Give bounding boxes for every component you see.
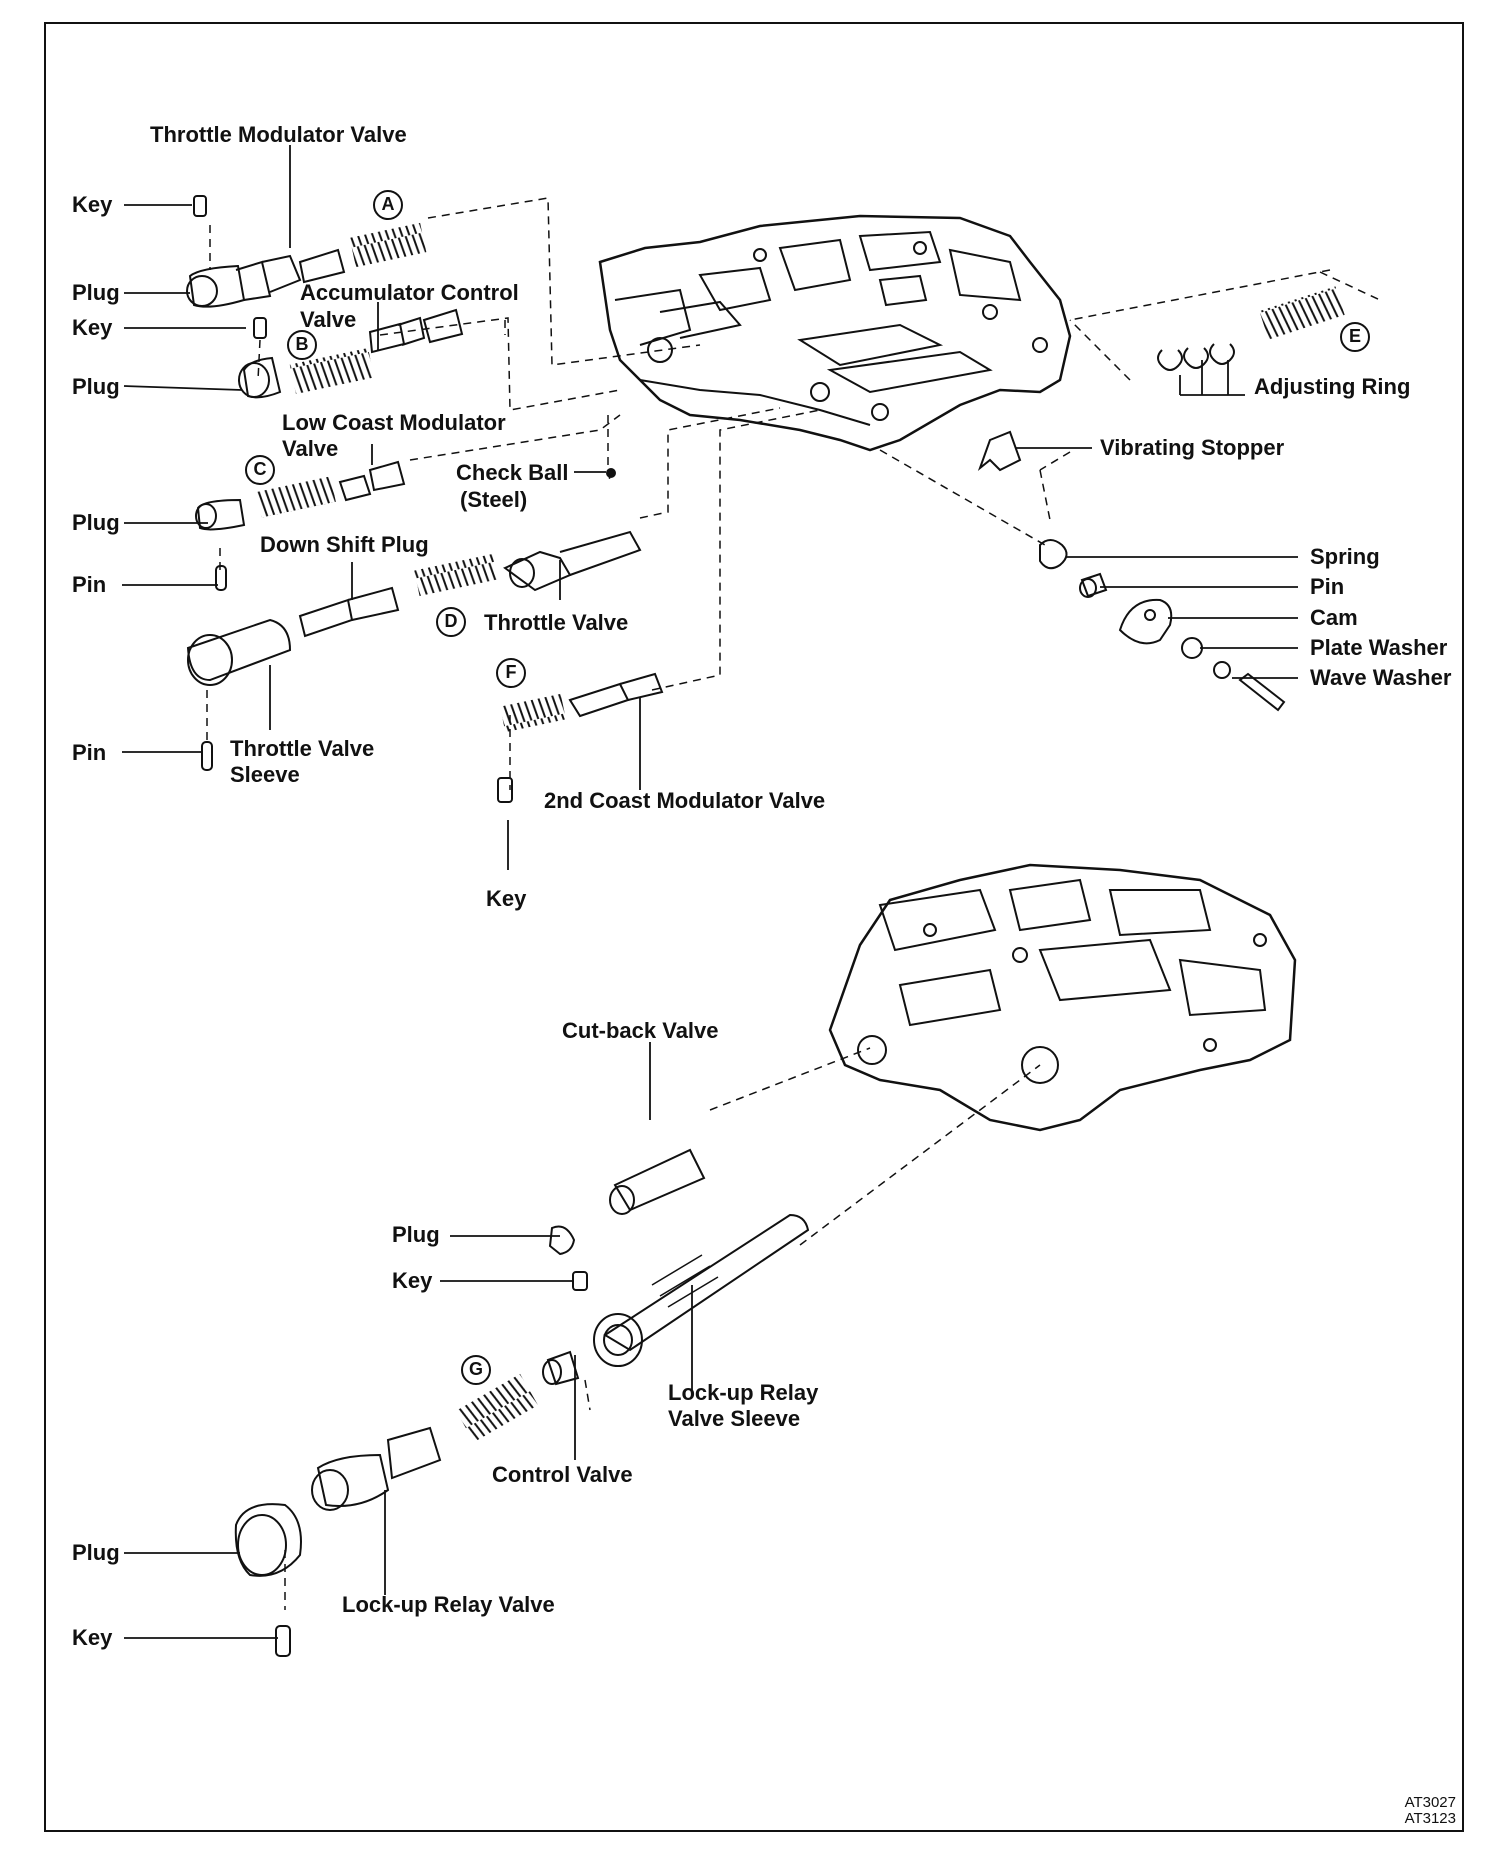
label-key-4: Key <box>392 1268 433 1293</box>
label-plug-5: Plug <box>72 1540 120 1565</box>
label-throttle-valve-sleeve: Throttle Valve <box>230 736 375 761</box>
spring-marker-d: D <box>436 607 466 637</box>
label-low-coast-modulator-valve: Low Coast Modulator <box>282 410 506 435</box>
label-cut-back-valve: Cut-back Valve <box>562 1018 719 1043</box>
label-key-3: Key <box>486 886 527 911</box>
label-plate-washer: Plate Washer <box>1310 635 1448 660</box>
figure-code-2: AT3123 <box>1404 1810 1456 1827</box>
label-cam: Cam <box>1310 605 1358 630</box>
upper-valve-body <box>598 214 1072 452</box>
alignment-lines-upper <box>206 197 1381 1610</box>
label-check-ball: Check Ball <box>456 460 569 485</box>
right-side-parts <box>977 343 1286 712</box>
label-plug-1: Plug <box>72 280 120 305</box>
label-vibrating-stopper: Vibrating Stopper <box>1100 435 1285 460</box>
label-check-ball-2: (Steel) <box>460 487 528 512</box>
spring-marker-f: F <box>496 658 526 688</box>
label-lockup-relay-valve: Lock-up Relay Valve <box>342 1592 555 1617</box>
figure-code-1: AT3027 <box>1404 1794 1456 1811</box>
label-plug-2: Plug <box>72 374 120 399</box>
spring-marker-b: B <box>287 330 317 360</box>
figure-frame <box>44 22 1464 1832</box>
label-accumulator-control-valve-2: Valve <box>300 307 357 332</box>
spring-marker-a: A <box>373 190 403 220</box>
label-wave-washer: Wave Washer <box>1310 665 1452 690</box>
label-key-1: Key <box>72 192 113 217</box>
label-lockup-relay-valve-sleeve: Lock-up Relay <box>668 1380 819 1405</box>
label-lockup-relay-valve-sleeve-2: Valve Sleeve <box>668 1406 801 1431</box>
label-2nd-coast-modulator-valve: 2nd Coast Modulator Valve <box>544 788 826 813</box>
label-adjusting-ring: Adjusting Ring <box>1254 374 1411 399</box>
spring-marker-e: E <box>1340 322 1370 352</box>
label-key-5: Key <box>72 1625 113 1650</box>
spring-marker-g: G <box>461 1355 491 1385</box>
label-plug-3: Plug <box>72 510 120 535</box>
label-accumulator-control-valve: Accumulator Control <box>300 280 519 305</box>
label-throttle-valve-sleeve-2: Sleeve <box>230 762 300 787</box>
label-pin-3: Pin <box>1310 574 1345 599</box>
label-key-2: Key <box>72 315 113 340</box>
label-down-shift-plug: Down Shift Plug <box>260 532 429 557</box>
upper-left-parts <box>186 195 664 803</box>
leader-lines <box>122 145 1298 1639</box>
spring-marker-c: C <box>245 455 275 485</box>
label-throttle-valve: Throttle Valve <box>484 610 629 635</box>
lower-parts <box>234 1148 810 1657</box>
label-plug-4: Plug <box>392 1222 440 1247</box>
label-pin-2: Pin <box>72 740 107 765</box>
lower-valve-body <box>828 863 1297 1132</box>
label-control-valve: Control Valve <box>492 1462 633 1487</box>
label-spring: Spring <box>1310 544 1380 569</box>
label-low-coast-modulator-valve-2: Valve <box>282 436 339 461</box>
check-ball <box>606 468 616 478</box>
coil-springs <box>256 222 1345 1443</box>
label-throttle-modulator-valve: Throttle Modulator Valve <box>150 122 407 147</box>
label-pin-1: Pin <box>72 572 107 597</box>
